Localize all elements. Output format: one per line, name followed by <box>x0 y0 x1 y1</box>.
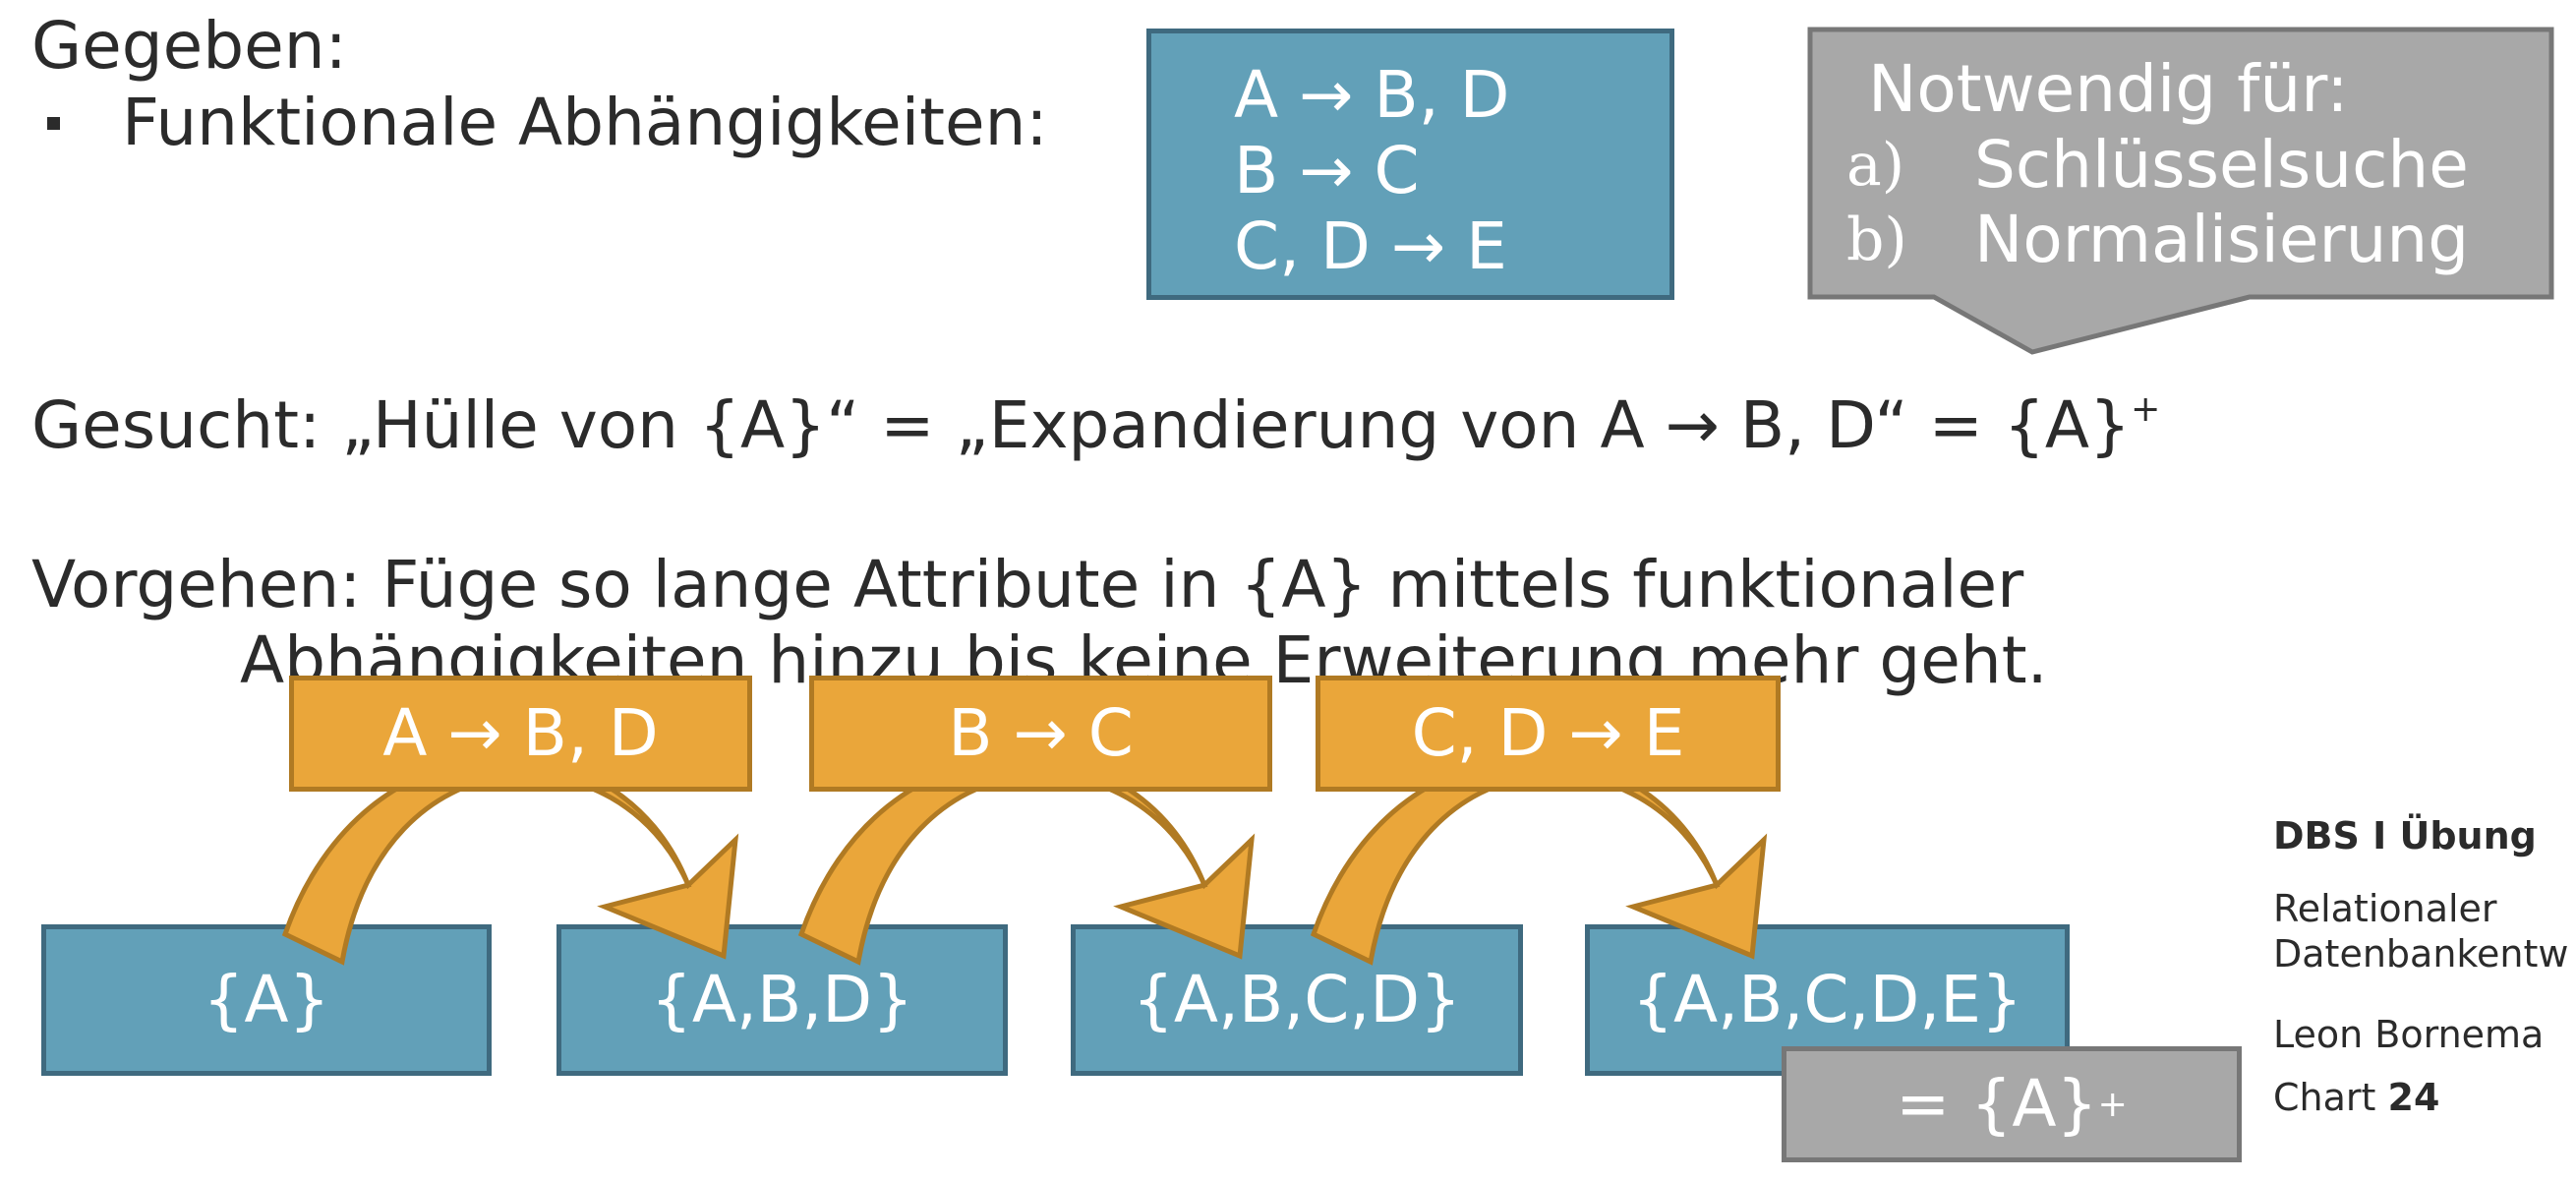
result-sup: + <box>2097 1082 2128 1125</box>
procedure-line-1: Vorgehen: Füge so lange Attribute in {A}… <box>31 547 2024 622</box>
searched-statement: Gesucht: „Hülle von {A}“ = „Expandierung… <box>31 390 2160 458</box>
result-text: = {A} <box>1896 1066 2098 1142</box>
searched-text: Gesucht: „Hülle von {A}“ = „Expandierung… <box>31 387 2132 464</box>
callout-title: Notwendig für: <box>1868 51 2349 127</box>
callout-bubble <box>1807 27 2554 355</box>
step-fd-label: C, D → E <box>1316 676 1781 792</box>
sidebar-chart-label: Chart <box>2273 1076 2388 1119</box>
fd-item: B → C <box>1234 133 1420 208</box>
sidebar-course: DBS I Übung <box>2273 814 2537 857</box>
set-box: {A,B,D} <box>556 924 1008 1076</box>
set-box: {A,B,C,D} <box>1071 924 1523 1076</box>
sidebar-author: Leon Bornema <box>2273 1013 2545 1056</box>
sidebar-chart-number: 24 <box>2387 1076 2440 1119</box>
given-heading: Gegeben: <box>31 8 347 84</box>
step-fd-label: B → C <box>809 676 1272 792</box>
callout-marker-b: b) <box>1846 206 1907 274</box>
result-box: = {A}+ <box>1782 1046 2242 1162</box>
searched-sup: + <box>2131 387 2161 430</box>
sidebar-topic-line-1: Relationaler <box>2273 887 2497 930</box>
sidebar-chart: Chart 24 <box>2273 1076 2439 1121</box>
set-box: {A} <box>41 924 492 1076</box>
fd-bullet-label: Funktionale Abhängigkeiten: <box>122 85 1048 160</box>
fd-list-box: A → B, D B → C C, D → E <box>1146 29 1674 300</box>
fd-item: C, D → E <box>1234 208 1507 284</box>
fd-item: A → B, D <box>1234 57 1510 133</box>
bullet-icon <box>47 117 60 130</box>
callout-item-normalization: Normalisierung <box>1974 202 2470 277</box>
callout-item-key-search: Schlüsselsuche <box>1974 127 2469 203</box>
callout-marker-a: a) <box>1846 131 1905 200</box>
step-fd-label: A → B, D <box>289 676 752 792</box>
sidebar-topic-line-2: Datenbankentw <box>2273 932 2569 975</box>
